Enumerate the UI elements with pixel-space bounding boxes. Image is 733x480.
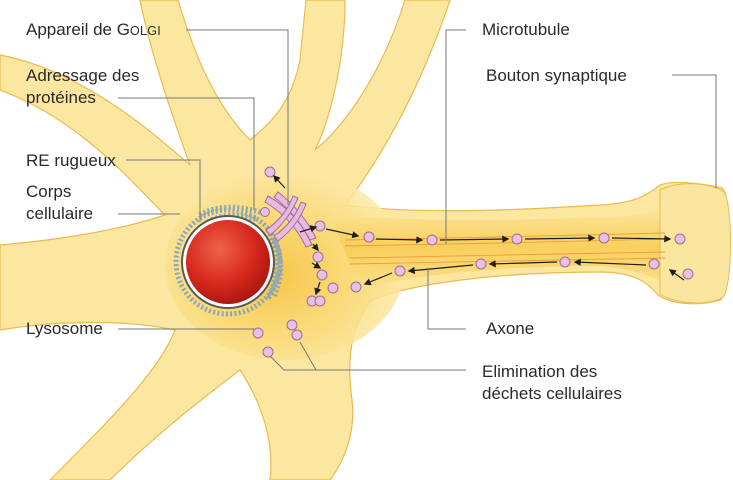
label-golgi-rest: OLGI [130, 24, 161, 38]
label-adressage-line1: Adressage des [26, 66, 139, 86]
label-corps-line2: cellulaire [26, 204, 93, 224]
label-golgi-initial: G [117, 20, 130, 39]
label-elimination-line1: Elimination des [482, 362, 597, 382]
label-golgi: Appareil de GOLGI [26, 20, 161, 41]
label-corps-line1: Corps [26, 182, 71, 202]
label-axone: Axone [486, 319, 534, 339]
label-adressage-line2: protéines [26, 88, 96, 108]
label-golgi-prefix: Appareil de [26, 20, 117, 39]
label-bouton-synaptique: Bouton synaptique [486, 66, 627, 86]
label-elimination-line2: déchets cellulaires [482, 384, 622, 404]
label-re-rugueux: RE rugueux [26, 151, 116, 171]
nucleus [186, 220, 270, 304]
synaptic-bouton [660, 184, 731, 303]
label-lysosome: Lysosome [26, 319, 103, 339]
label-microtubule: Microtubule [482, 20, 570, 40]
